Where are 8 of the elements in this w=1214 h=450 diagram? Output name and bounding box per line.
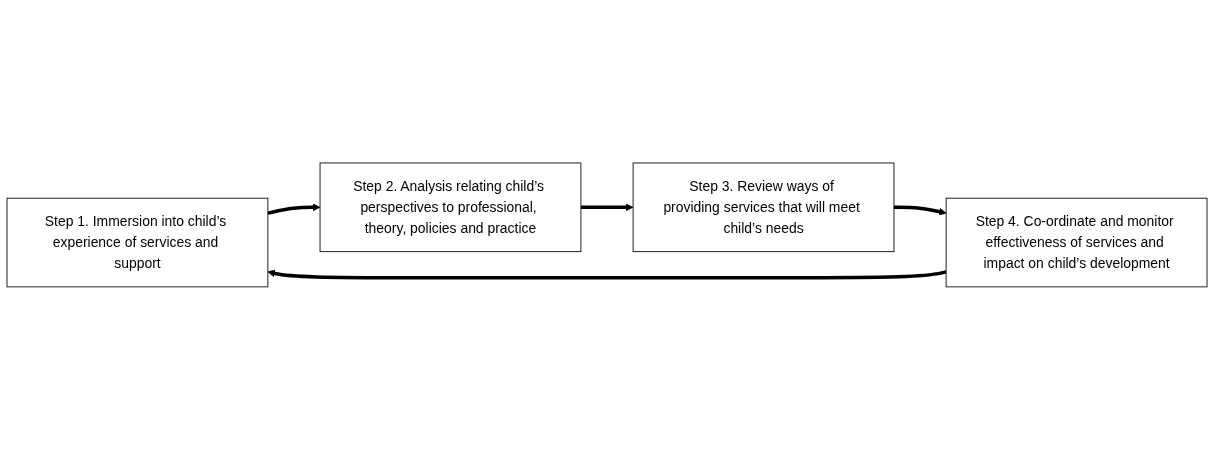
node-box: Step 3. Review ways of providing services that will meet child’s needs (632, 162, 895, 253)
arrow (267, 269, 947, 280)
arrow (580, 203, 634, 212)
node-box: Step 1. Immersion into child’s experience of services and support (6, 197, 269, 288)
node-box: Step 2. Analysis relating child’s perspectives to professional, theory, policies and practice (319, 162, 582, 253)
arrow (267, 203, 321, 215)
arrow (893, 205, 947, 216)
node-box: Step 4. Co-ordinate and monitor effectiveness of services and impact on child’s development (945, 197, 1208, 288)
